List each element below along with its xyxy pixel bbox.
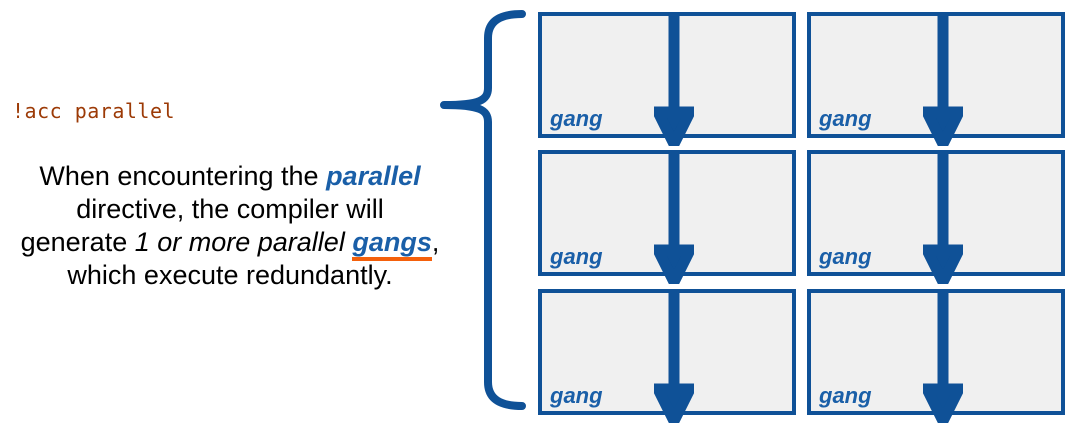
- description-part-4: , which execute redundantly.: [67, 227, 440, 290]
- gang-label: gang: [819, 106, 872, 131]
- gang-row: gang gang: [538, 150, 1074, 284]
- left-text-panel: !acc parallel When encountering the para…: [0, 0, 440, 432]
- down-arrow-icon: [654, 12, 694, 146]
- gang-label: gang: [550, 383, 603, 408]
- down-arrow-icon: [654, 289, 694, 423]
- down-arrow-icon: [654, 150, 694, 284]
- brace-container: [440, 0, 530, 432]
- down-arrow-icon: [923, 150, 963, 284]
- description-part-1: When encountering the: [39, 161, 327, 191]
- emphasis-phrase: 1 or more parallel: [134, 227, 345, 257]
- description-part-2: directive, the compiler will generate: [20, 194, 384, 257]
- gang-label: gang: [550, 106, 603, 131]
- gang-label: gang: [550, 244, 603, 269]
- gang-row: gang gang: [538, 289, 1074, 423]
- keyword-gangs: gangs: [352, 227, 432, 261]
- down-arrow-icon: [923, 289, 963, 423]
- keyword-parallel: parallel: [326, 161, 421, 191]
- gang-grid: gang gang gang gang: [538, 12, 1074, 423]
- gang-row: gang gang: [538, 12, 1074, 146]
- gang-box[interactable]: gang: [538, 289, 796, 423]
- gang-label: gang: [819, 383, 872, 408]
- gang-box[interactable]: gang: [538, 150, 796, 284]
- gang-box[interactable]: gang: [807, 12, 1065, 146]
- directive-code-text: !acc parallel: [12, 99, 176, 123]
- gang-box[interactable]: gang: [807, 150, 1065, 284]
- description-paragraph: When encountering the parallel directive…: [20, 160, 440, 292]
- down-arrow-icon: [923, 12, 963, 146]
- gang-label: gang: [819, 244, 872, 269]
- gang-box[interactable]: gang: [538, 12, 796, 146]
- gang-box[interactable]: gang: [807, 289, 1065, 423]
- left-curly-brace-icon: [440, 10, 526, 410]
